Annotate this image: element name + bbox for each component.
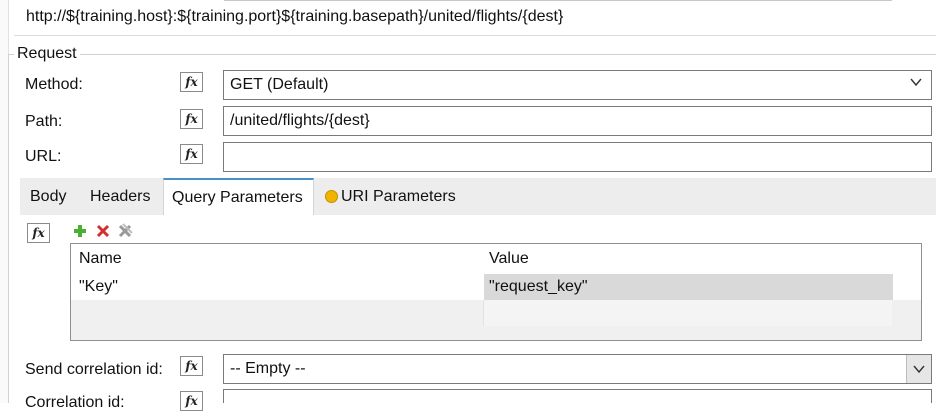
cell-text: "Key" <box>79 278 118 295</box>
method-label: Method: <box>25 76 83 93</box>
warning-icon <box>325 190 338 203</box>
tab-uri-parameters[interactable]: URI Parameters <box>325 178 456 215</box>
add-row-button[interactable] <box>72 223 88 239</box>
delete-row-button[interactable] <box>95 223 111 239</box>
correlation-id-input[interactable] <box>223 389 932 403</box>
tab-headers[interactable]: Headers <box>90 178 150 215</box>
path-fx-button[interactable]: fx <box>180 109 203 129</box>
method-select[interactable]: GET (Default) <box>223 70 932 100</box>
tab-headers-label: Headers <box>90 187 151 205</box>
table-row-value-cell[interactable]: "request_key" <box>484 274 897 300</box>
fx-icon: fx <box>32 226 45 240</box>
table-row-name-cell[interactable]: "Key" <box>71 274 492 300</box>
method-select-value: GET (Default) <box>230 76 329 93</box>
request-group-title: Request <box>14 45 80 63</box>
send-correlation-label: Send correlation id: <box>25 361 163 378</box>
query-parameters-table: Name Value "Key" "request_key" <box>70 243 922 341</box>
column-header-name[interactable]: Name <box>71 244 492 274</box>
path-label: Path: <box>25 113 63 130</box>
fx-icon: fx <box>185 147 198 161</box>
table-empty-row[interactable] <box>484 300 892 326</box>
column-header-value-label: Value <box>489 250 529 267</box>
fx-icon: fx <box>185 394 198 408</box>
request-group-border-left <box>8 54 9 403</box>
table-empty-row[interactable] <box>71 300 484 326</box>
parameters-tabbar: Body Headers Query Parameters URI Parame… <box>20 178 936 216</box>
delete-all-icon <box>118 223 133 238</box>
tab-body[interactable]: Body <box>30 178 66 215</box>
path-input[interactable]: /united/flights/{dest} <box>223 106 932 136</box>
plus-icon <box>74 225 86 237</box>
request-group-border <box>8 54 936 55</box>
send-correlation-value: -- Empty -- <box>230 360 306 377</box>
fx-icon: fx <box>185 75 198 89</box>
method-fx-button[interactable]: fx <box>180 72 203 92</box>
column-header-value[interactable]: Value <box>484 244 898 274</box>
cell-text: "request_key" <box>489 278 588 295</box>
correlation-fx-button[interactable]: fx <box>180 391 203 411</box>
clear-rows-button[interactable] <box>117 223 133 239</box>
table-row-filler <box>893 274 921 300</box>
tab-body-label: Body <box>30 187 67 205</box>
tab-query-parameters-label: Query Parameters <box>172 189 303 206</box>
url-input[interactable] <box>223 142 932 172</box>
fx-icon: fx <box>185 359 198 373</box>
send-correlation-select[interactable]: -- Empty -- <box>223 354 932 384</box>
url-preview-text: http://${training.host}:${training.port}… <box>26 8 564 25</box>
url-fx-button[interactable]: fx <box>180 144 203 164</box>
chevron-down-icon[interactable] <box>906 355 931 383</box>
query-fx-button[interactable]: fx <box>27 223 50 243</box>
column-header-filler <box>893 244 921 274</box>
fx-icon: fx <box>185 112 198 126</box>
url-label: URL: <box>25 148 62 165</box>
url-preview: http://${training.host}:${training.port}… <box>14 0 936 36</box>
correlation-id-label: Correlation id: <box>25 394 125 411</box>
path-input-value: /united/flights/{dest} <box>230 112 370 129</box>
column-header-name-label: Name <box>79 250 122 267</box>
chevron-down-icon <box>909 75 923 92</box>
top-divider <box>224 0 892 1</box>
send-correlation-fx-button[interactable]: fx <box>180 356 203 376</box>
delete-icon <box>96 224 110 238</box>
tab-query-parameters[interactable]: Query Parameters <box>163 178 314 216</box>
tab-uri-parameters-label: URI Parameters <box>341 187 456 205</box>
